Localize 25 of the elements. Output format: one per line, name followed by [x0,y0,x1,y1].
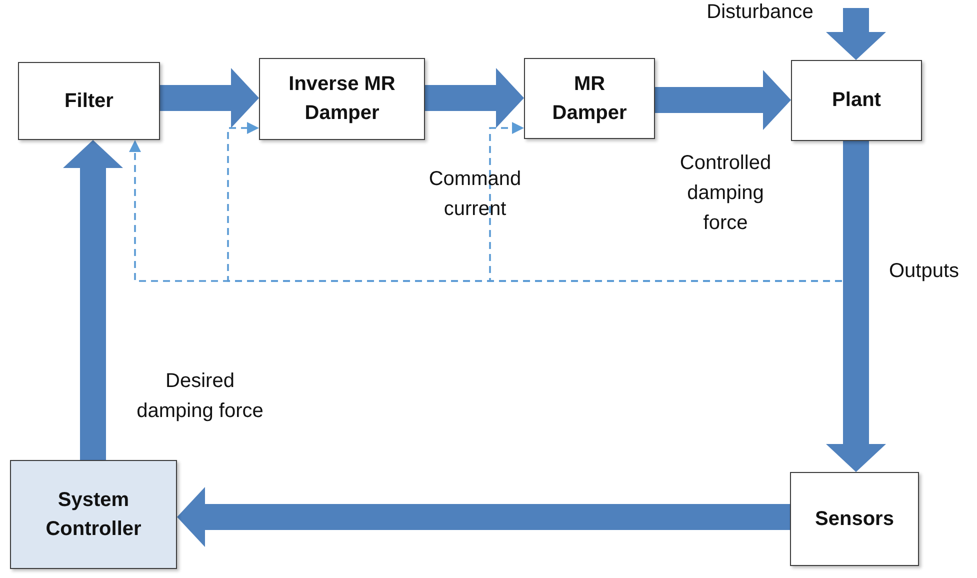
block-box [18,62,160,140]
block-box [790,472,919,566]
block-label: MR Damper [551,72,628,126]
edge-label: Desired damping force [136,369,264,424]
flow-arrow [826,141,886,472]
feedback-arrow [489,122,842,282]
flow-arrow [160,68,259,128]
edge-label: Disturbance [706,0,814,25]
flow-arrow [826,8,886,60]
block-box [10,460,177,569]
block-box [524,58,655,139]
flow-arrow [63,140,123,460]
flow-arrow [425,68,524,128]
edge-label: Controlled damping force [678,151,772,236]
flow-arrow [655,70,791,130]
signal-label: Command current [428,167,522,222]
block-label: Inverse MR Damper [288,72,396,126]
block-label: Sensors [814,506,895,532]
block-box [259,58,425,140]
block-box [791,60,922,141]
flow-arrow [177,487,790,547]
block-label: System Controller [44,488,142,542]
edge-label: Outputs [888,259,960,284]
block-label: Plant [831,88,882,113]
block-label: Filter [64,88,114,114]
